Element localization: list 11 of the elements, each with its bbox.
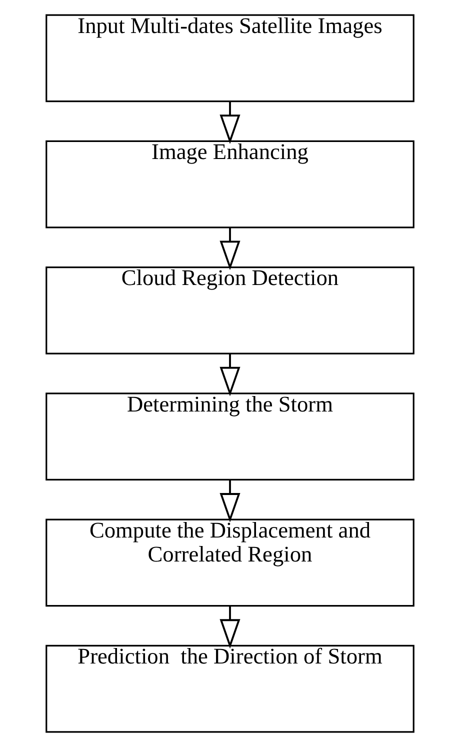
- arrow: [219, 101, 240, 144]
- node-box: Cloud Region Detection: [45, 266, 414, 354]
- node-box: Prediction the Direction of Storm: [45, 644, 414, 733]
- arrow: [219, 480, 240, 522]
- arrow: [219, 228, 240, 270]
- arrow: [219, 354, 240, 396]
- arrow: [219, 606, 240, 649]
- node-box: Input Multi-dates Satellite Images: [45, 14, 414, 102]
- node-box: Compute the Displacement and Correlated Region: [45, 518, 414, 607]
- node-box: Determining the Storm: [45, 392, 414, 480]
- node-box: Image Enhancing: [45, 140, 414, 228]
